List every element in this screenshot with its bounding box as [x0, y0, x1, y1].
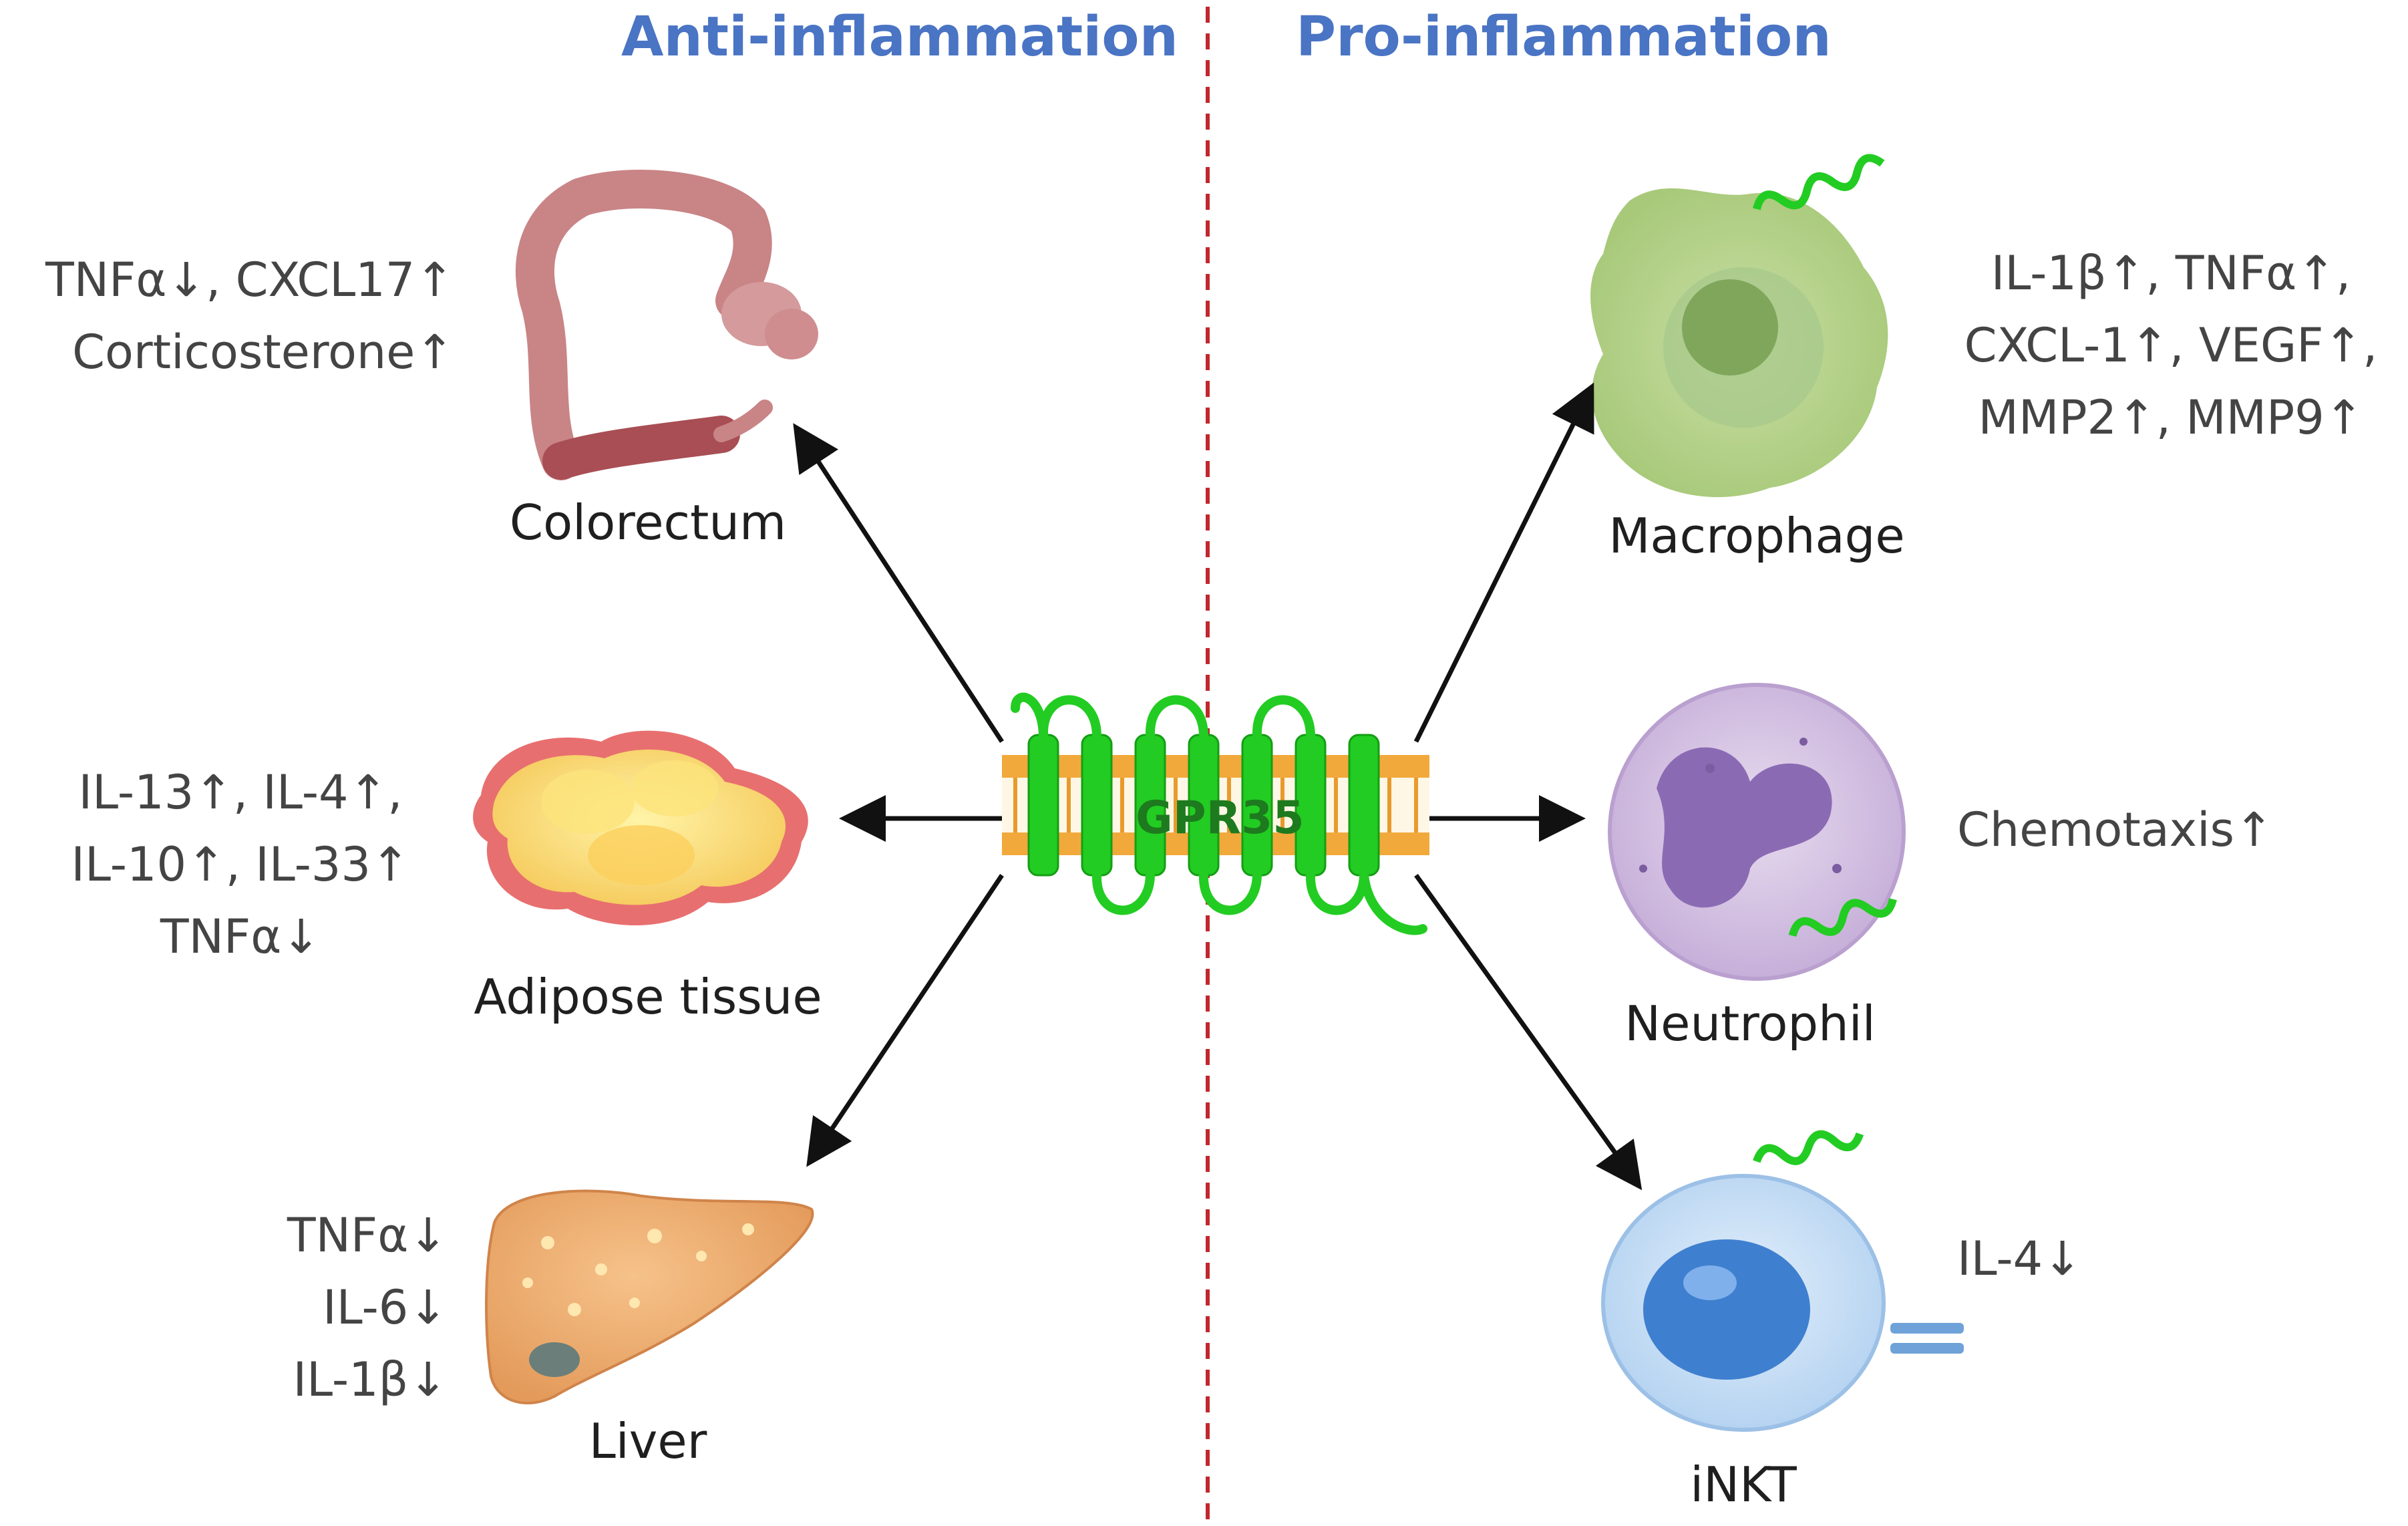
arrows	[793, 382, 1643, 1191]
neutrophil-label: Neutrophil	[1624, 996, 1876, 1052]
arrow-to-liver	[806, 874, 1004, 1167]
effect-line: IL-1β↓	[293, 1352, 448, 1407]
liver-illustration	[485, 1189, 814, 1404]
effect-line: CXCL-1↑, VEGF↑,	[1964, 318, 2378, 373]
arrow-to-macrophage	[1413, 382, 1594, 743]
inkt-label: iNKT	[1690, 1457, 1797, 1513]
effect-line: Corticosterone↑	[72, 325, 454, 379]
effect-line: TNFα↓, CXCL17↑	[45, 253, 454, 307]
colorectum-label: Colorectum	[509, 494, 787, 551]
inkt-effects: IL-4↓	[1957, 1223, 2224, 1295]
liver-effects: TNFα↓ IL-6↓ IL-1β↓	[200, 1199, 448, 1416]
anti-inflammation-title: Anti-inflammation	[621, 5, 1179, 69]
effect-line: TNFα↓	[287, 1208, 448, 1263]
effect-line: IL-4↓	[1957, 1231, 2082, 1286]
effect-line: IL-1β↑, TNFα↑,	[1991, 246, 2351, 301]
adipose-illustration	[473, 730, 808, 925]
neutrophil-illustration	[1608, 683, 1906, 981]
gpr35-label: GPR35	[1136, 792, 1305, 845]
macrophage-effects: IL-1β↑, TNFα↑, CXCL-1↑, VEGF↑, MMP2↑, MM…	[1937, 237, 2405, 454]
gpr35-receptor	[1002, 692, 1429, 935]
arrow-to-inkt	[1414, 873, 1643, 1191]
pro-inflammation-title: Pro-inflammation	[1296, 5, 1832, 69]
neutrophil-effects: Chemotaxis↑	[1957, 794, 2358, 866]
effect-line: IL-10↑, IL-33↑	[71, 837, 410, 892]
macrophage-label: Macrophage	[1608, 508, 1905, 564]
inkt-illustration	[1601, 1130, 1964, 1432]
effect-line: IL-13↑, IL-4↑,	[78, 765, 403, 820]
adipose-effects: IL-13↑, IL-4↑, IL-10↑, IL-33↑ TNFα↓	[40, 756, 441, 973]
effect-line: Chemotaxis↑	[1957, 802, 2274, 857]
effect-line: MMP2↑, MMP9↑	[1978, 390, 2364, 445]
liver-label: Liver	[588, 1413, 707, 1469]
effect-line: IL-6↓	[323, 1280, 448, 1335]
adipose-tissue-label: Adipose tissue	[474, 969, 822, 1025]
colorectum-effects: TNFα↓, CXCL17↑ Corticosterone↑	[0, 244, 454, 388]
arrow-to-colorectum	[793, 423, 1004, 743]
colorectum-illustration	[515, 170, 818, 480]
macrophage-illustration	[1590, 154, 1888, 498]
effect-line: TNFα↓	[160, 909, 321, 964]
